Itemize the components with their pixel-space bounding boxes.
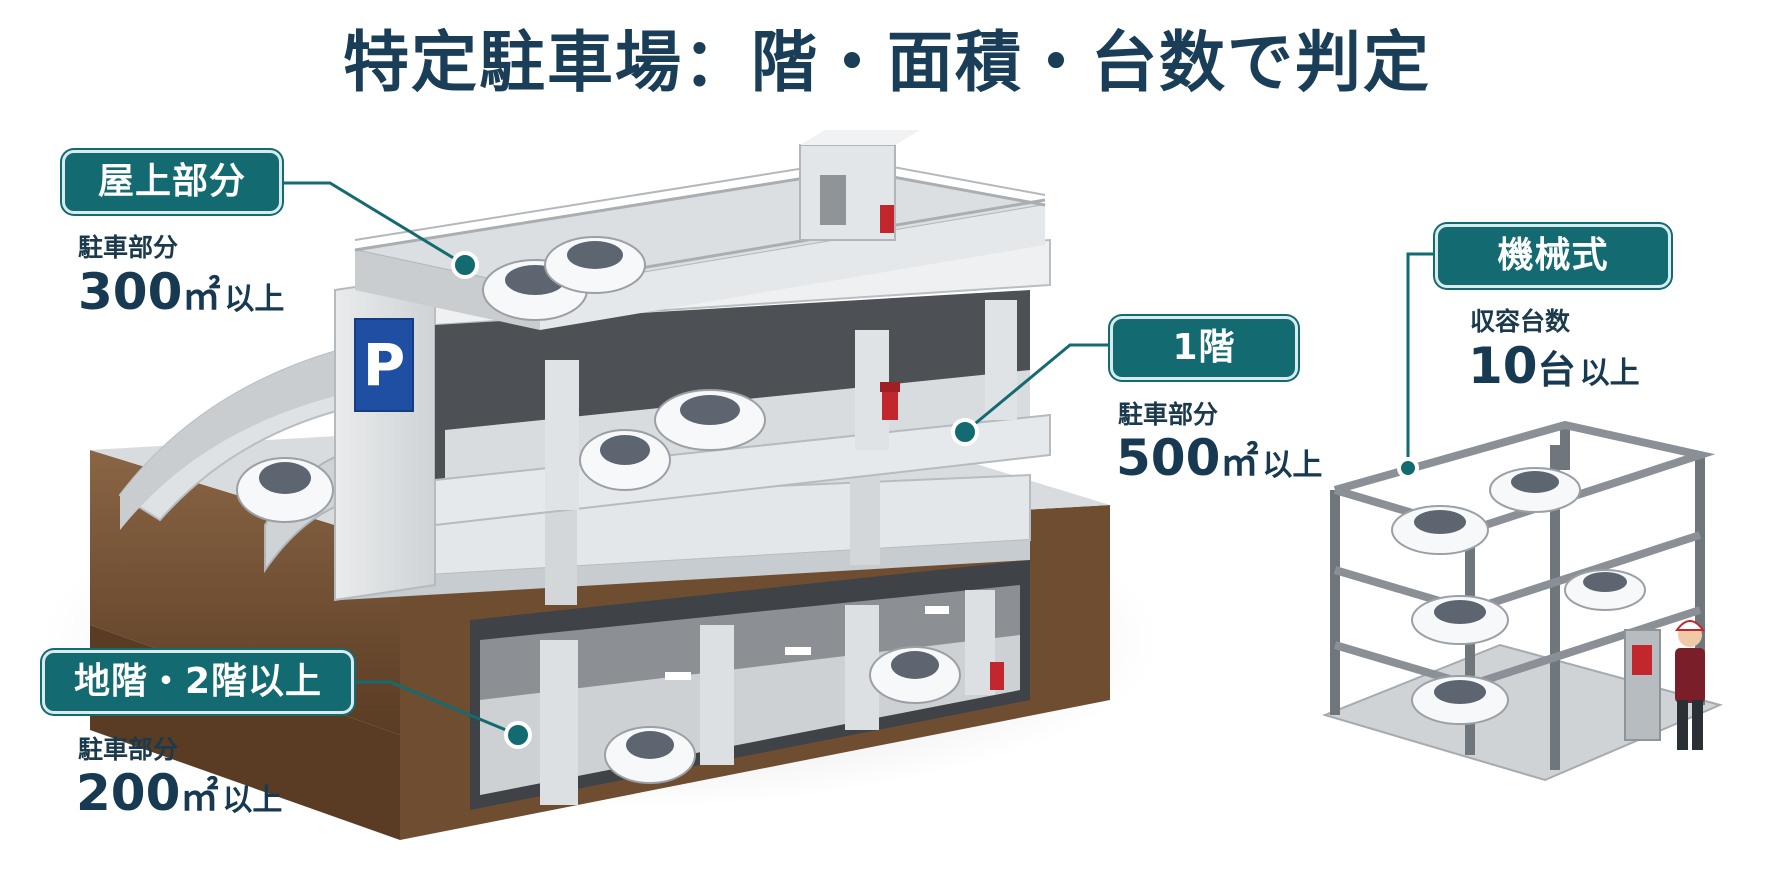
mechanical-car-3 [1411,595,1509,645]
first-floor-number: 500 [1116,429,1221,487]
operator-figure [1675,620,1705,750]
rooftop-badge: 屋上部分 [62,150,282,214]
rooftop-unit: ㎡ [182,274,221,318]
rooftop-label: 駐車部分 [78,233,179,262]
callout-dots [451,251,1419,749]
car-first-floor-2 [579,429,671,491]
mechanical-car-4 [1564,569,1646,611]
car-ramp [236,457,334,523]
first-floor-badge: 1階 [1110,316,1298,380]
basement-label: 駐車部分 [78,735,179,764]
mechanical-car-5 [1411,675,1509,725]
car-basement-2 [869,646,961,704]
mechanical-unit: 台 [1537,348,1576,392]
basement-badge: 地階・2階以上 [42,650,354,714]
mechanical-value: 10台以上 [1468,336,1640,404]
rooftop-suffix: 以上 [224,282,285,317]
callout-connectors [278,181,1435,737]
mechanical-label: 収容台数 [1470,307,1571,336]
page-title: 特定駐車場：階・面積・台数で判定 [343,24,1431,101]
mechanical-car-1 [1391,505,1489,555]
rooftop-number: 300 [78,263,183,321]
basement-unit: ㎡ [180,775,219,819]
car-first-floor-1 [654,389,766,451]
mechanical-suffix: 以上 [1579,356,1640,391]
mechanical-car-2 [1489,467,1581,513]
car-basement-1 [604,726,696,784]
basement-suffix: 以上 [222,783,283,818]
first-floor-suffix: 以上 [1262,448,1323,483]
basement-number: 200 [76,764,181,822]
parking-sign: P [354,318,414,412]
first-floor-unit: ㎡ [1220,440,1259,484]
first-floor-label: 駐車部分 [1118,400,1219,429]
mechanical-badge: 機械式 [1435,224,1671,288]
control-panel [1624,629,1661,741]
mechanical-number: 10 [1468,337,1538,395]
mechanical-parking-structure [1321,420,1724,782]
car-roof-2 [544,236,646,294]
